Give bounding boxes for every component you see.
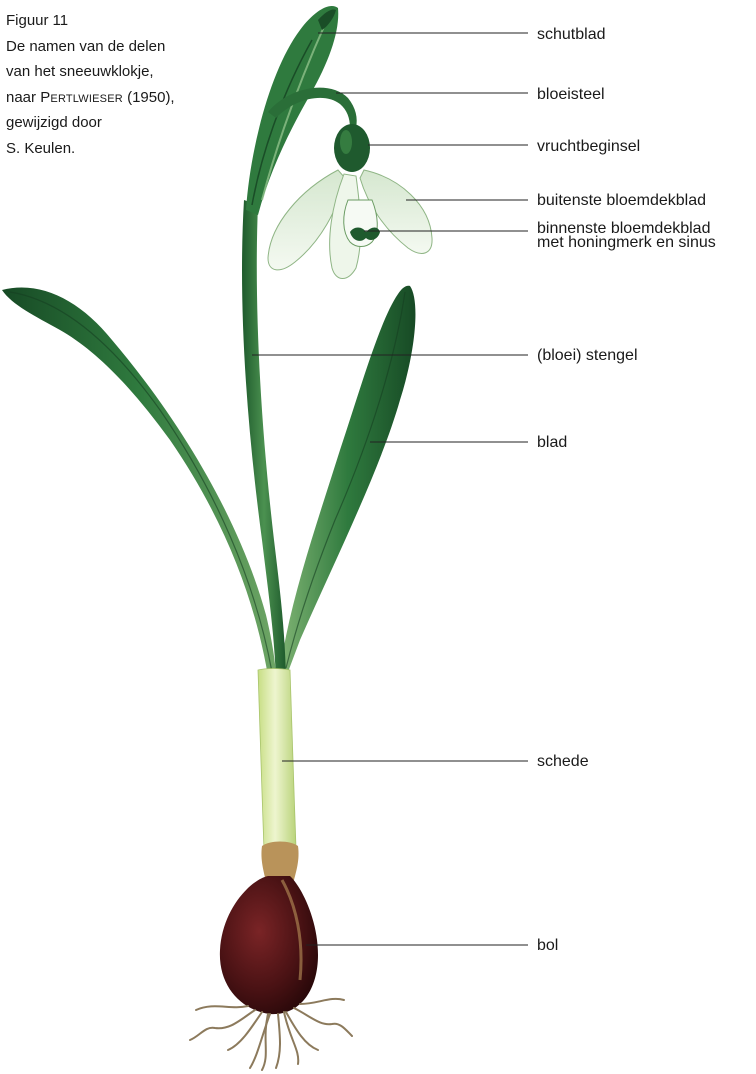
- label-bol: bol: [537, 937, 558, 954]
- label-buitenste-bloemdekblad: buitenste bloemdekblad: [537, 192, 706, 209]
- label-stengel: (bloei) stengel: [537, 347, 638, 364]
- label-blad: blad: [537, 434, 567, 451]
- label-schutblad: schutblad: [537, 26, 606, 43]
- label-vruchtbeginsel: vruchtbeginsel: [537, 138, 640, 155]
- label-binnenste-bloemdekblad: binnenste bloemdekblad met honingmerk en…: [537, 222, 716, 250]
- label-schede: schede: [537, 753, 589, 770]
- bulb: [220, 876, 318, 1014]
- label-bloeisteel: bloeisteel: [537, 86, 605, 103]
- ovary: [334, 124, 370, 172]
- sheath: [258, 669, 296, 851]
- label-binnenste-line-2: met honingmerk en sinus: [537, 236, 716, 250]
- left-leaf: [2, 287, 276, 676]
- bulb-neck: [261, 842, 298, 883]
